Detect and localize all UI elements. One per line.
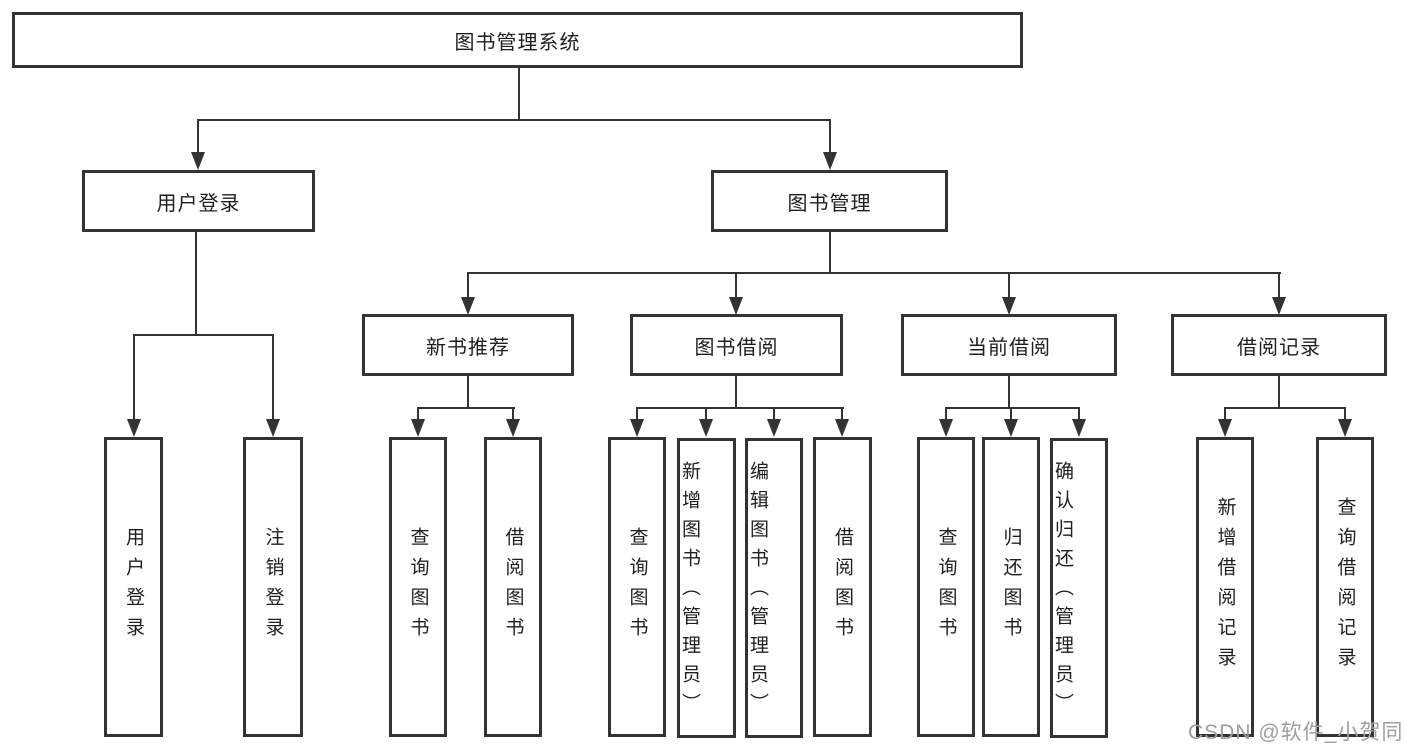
connector-line <box>945 407 1080 409</box>
leaf-confirm-return-admin: 确认归还（管理员） <box>1050 438 1108 738</box>
connector-line <box>1078 407 1080 421</box>
node-label: 图书借阅 <box>694 336 779 359</box>
leaf-return-books: 归还图书 <box>982 437 1040 737</box>
connector-line <box>518 68 520 120</box>
connector-line <box>1224 407 1226 421</box>
connector-line <box>829 232 831 274</box>
connector-line <box>197 119 199 154</box>
arrow-down-icon <box>630 419 644 437</box>
arrow-down-icon <box>1004 419 1018 437</box>
node-book-borrowing: 图书借阅 <box>630 314 843 376</box>
node-borrowing-records: 借阅记录 <box>1171 314 1387 376</box>
arrow-down-icon <box>835 419 849 437</box>
arrow-down-icon <box>127 419 141 437</box>
node-label: 图书管理 <box>787 192 872 215</box>
csdn-watermark: CSDN @软件_小贺同学 <box>1188 721 1405 744</box>
connector-line <box>417 407 515 409</box>
node-label: 编辑图书（管理员） <box>747 460 768 722</box>
arrow-down-icon <box>729 297 743 315</box>
arrow-down-icon <box>939 419 953 437</box>
node-label: 借阅图书 <box>832 527 853 647</box>
connector-line <box>945 407 947 421</box>
arrow-down-icon <box>767 419 781 437</box>
connector-line <box>636 407 638 421</box>
connector-line <box>841 407 843 421</box>
connector-line <box>1278 376 1280 409</box>
node-label: 注销登录 <box>262 527 284 647</box>
connector-line <box>829 119 831 154</box>
connector-line <box>195 232 197 336</box>
arrow-down-icon <box>699 419 713 437</box>
node-current-borrowing: 当前借阅 <box>901 314 1117 376</box>
node-label: 新书推荐 <box>426 336 510 359</box>
arrow-down-icon <box>266 419 280 437</box>
connector-line <box>773 407 775 421</box>
connector-line <box>1008 376 1010 409</box>
arrow-down-icon <box>1272 297 1286 315</box>
arrow-down-icon <box>1218 419 1232 437</box>
leaf-edit-book-admin: 编辑图书（管理员） <box>745 438 803 738</box>
connector-line <box>735 272 737 299</box>
node-label: 图书管理系统 <box>454 31 581 54</box>
node-label: 归还图书 <box>1000 527 1022 647</box>
node-library-management-system: 图书管理系统 <box>12 12 1023 68</box>
node-book-management: 图书管理 <box>711 170 948 232</box>
node-new-book-recommend: 新书推荐 <box>362 314 574 376</box>
connector-line <box>1224 407 1346 409</box>
connector-line <box>735 376 737 409</box>
leaf-borrow-books: 借阅图书 <box>484 437 542 737</box>
connector-line <box>417 407 419 421</box>
leaf-query-books: 查询图书 <box>608 437 666 737</box>
arrow-down-icon <box>1072 419 1086 437</box>
connector-line <box>1008 272 1010 299</box>
leaf-query-borrow-record: 查询借阅记录 <box>1316 437 1374 737</box>
node-label: 当前借阅 <box>967 336 1051 359</box>
node-label: 用户登录 <box>156 192 241 215</box>
node-label: 确认归还（管理员） <box>1052 460 1073 722</box>
arrow-down-icon <box>411 419 425 437</box>
node-user-login: 用户登录 <box>82 170 315 232</box>
connector-line <box>1278 272 1280 299</box>
arrow-down-icon <box>506 419 520 437</box>
arrow-down-icon <box>1002 297 1016 315</box>
connector-line <box>272 334 274 421</box>
node-label: 查询图书 <box>935 527 957 647</box>
connector-line <box>512 407 514 421</box>
node-label: 借阅记录 <box>1237 336 1321 359</box>
node-label: 新增借阅记录 <box>1214 497 1236 677</box>
leaf-add-borrow-record: 新增借阅记录 <box>1196 437 1254 737</box>
leaf-query-books: 查询图书 <box>389 437 447 737</box>
arrow-down-icon <box>461 297 475 315</box>
node-label: 查询图书 <box>407 527 429 647</box>
connector-line <box>133 334 274 336</box>
leaf-user-login: 用户登录 <box>104 437 163 737</box>
connector-line <box>1344 407 1346 421</box>
leaf-borrow-books: 借阅图书 <box>813 437 872 737</box>
node-label: 用户登录 <box>123 527 144 647</box>
node-label: 查询图书 <box>626 527 648 647</box>
leaf-add-book-admin: 新增图书（管理员） <box>677 438 736 738</box>
leaf-query-books: 查询图书 <box>917 437 975 737</box>
node-label: 新增图书（管理员） <box>679 460 700 722</box>
arrow-down-icon <box>823 152 837 170</box>
node-label: 查询借阅记录 <box>1334 497 1356 677</box>
connector-line <box>467 376 469 409</box>
arrow-down-icon <box>191 152 205 170</box>
connector-line <box>1010 407 1012 421</box>
connector-line <box>197 119 831 121</box>
connector-line <box>636 407 844 409</box>
connector-line <box>467 272 469 299</box>
leaf-logout: 注销登录 <box>243 437 303 737</box>
node-label: 借阅图书 <box>502 527 524 647</box>
connector-line <box>133 334 135 421</box>
arrow-down-icon <box>1338 419 1352 437</box>
connector-line <box>467 272 1281 274</box>
connector-line <box>705 407 707 421</box>
